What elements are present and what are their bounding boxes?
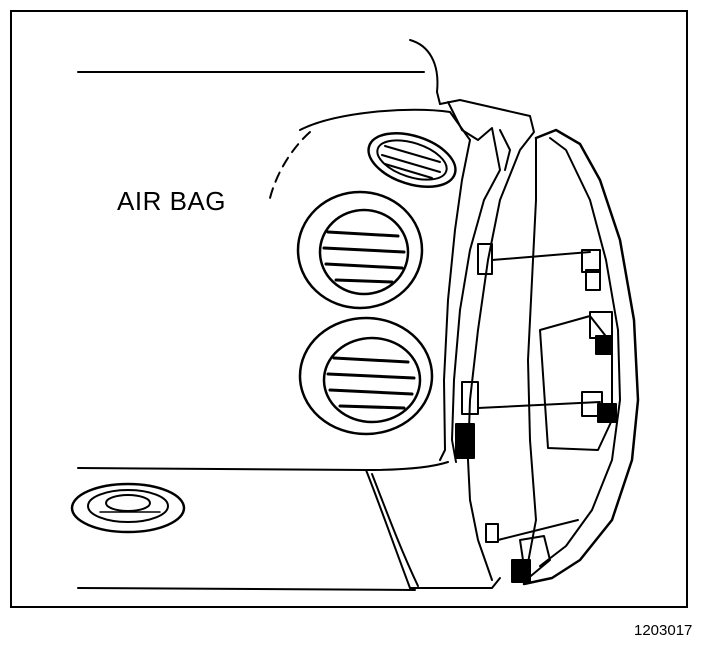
dash-lower-edge	[77, 461, 449, 471]
middle-round-vent	[296, 190, 424, 310]
dash-corner-curve	[409, 39, 441, 105]
vent-housing	[299, 108, 471, 461]
panel-retainer-clips	[455, 243, 499, 543]
vent-area-dashed-curve	[269, 131, 311, 199]
diagram-frame	[10, 10, 688, 608]
removed-trim-cover	[511, 128, 640, 586]
floor-vent	[70, 482, 186, 534]
lower-round-vent	[298, 316, 434, 436]
dash-end-panel	[365, 99, 535, 589]
clip-alignment-lines	[477, 251, 601, 541]
upper-vent	[367, 132, 457, 188]
figure-number: 1203017	[634, 622, 693, 639]
dash-bottom-edge	[77, 587, 416, 591]
airbag-label: AIR BAG	[117, 186, 226, 216]
